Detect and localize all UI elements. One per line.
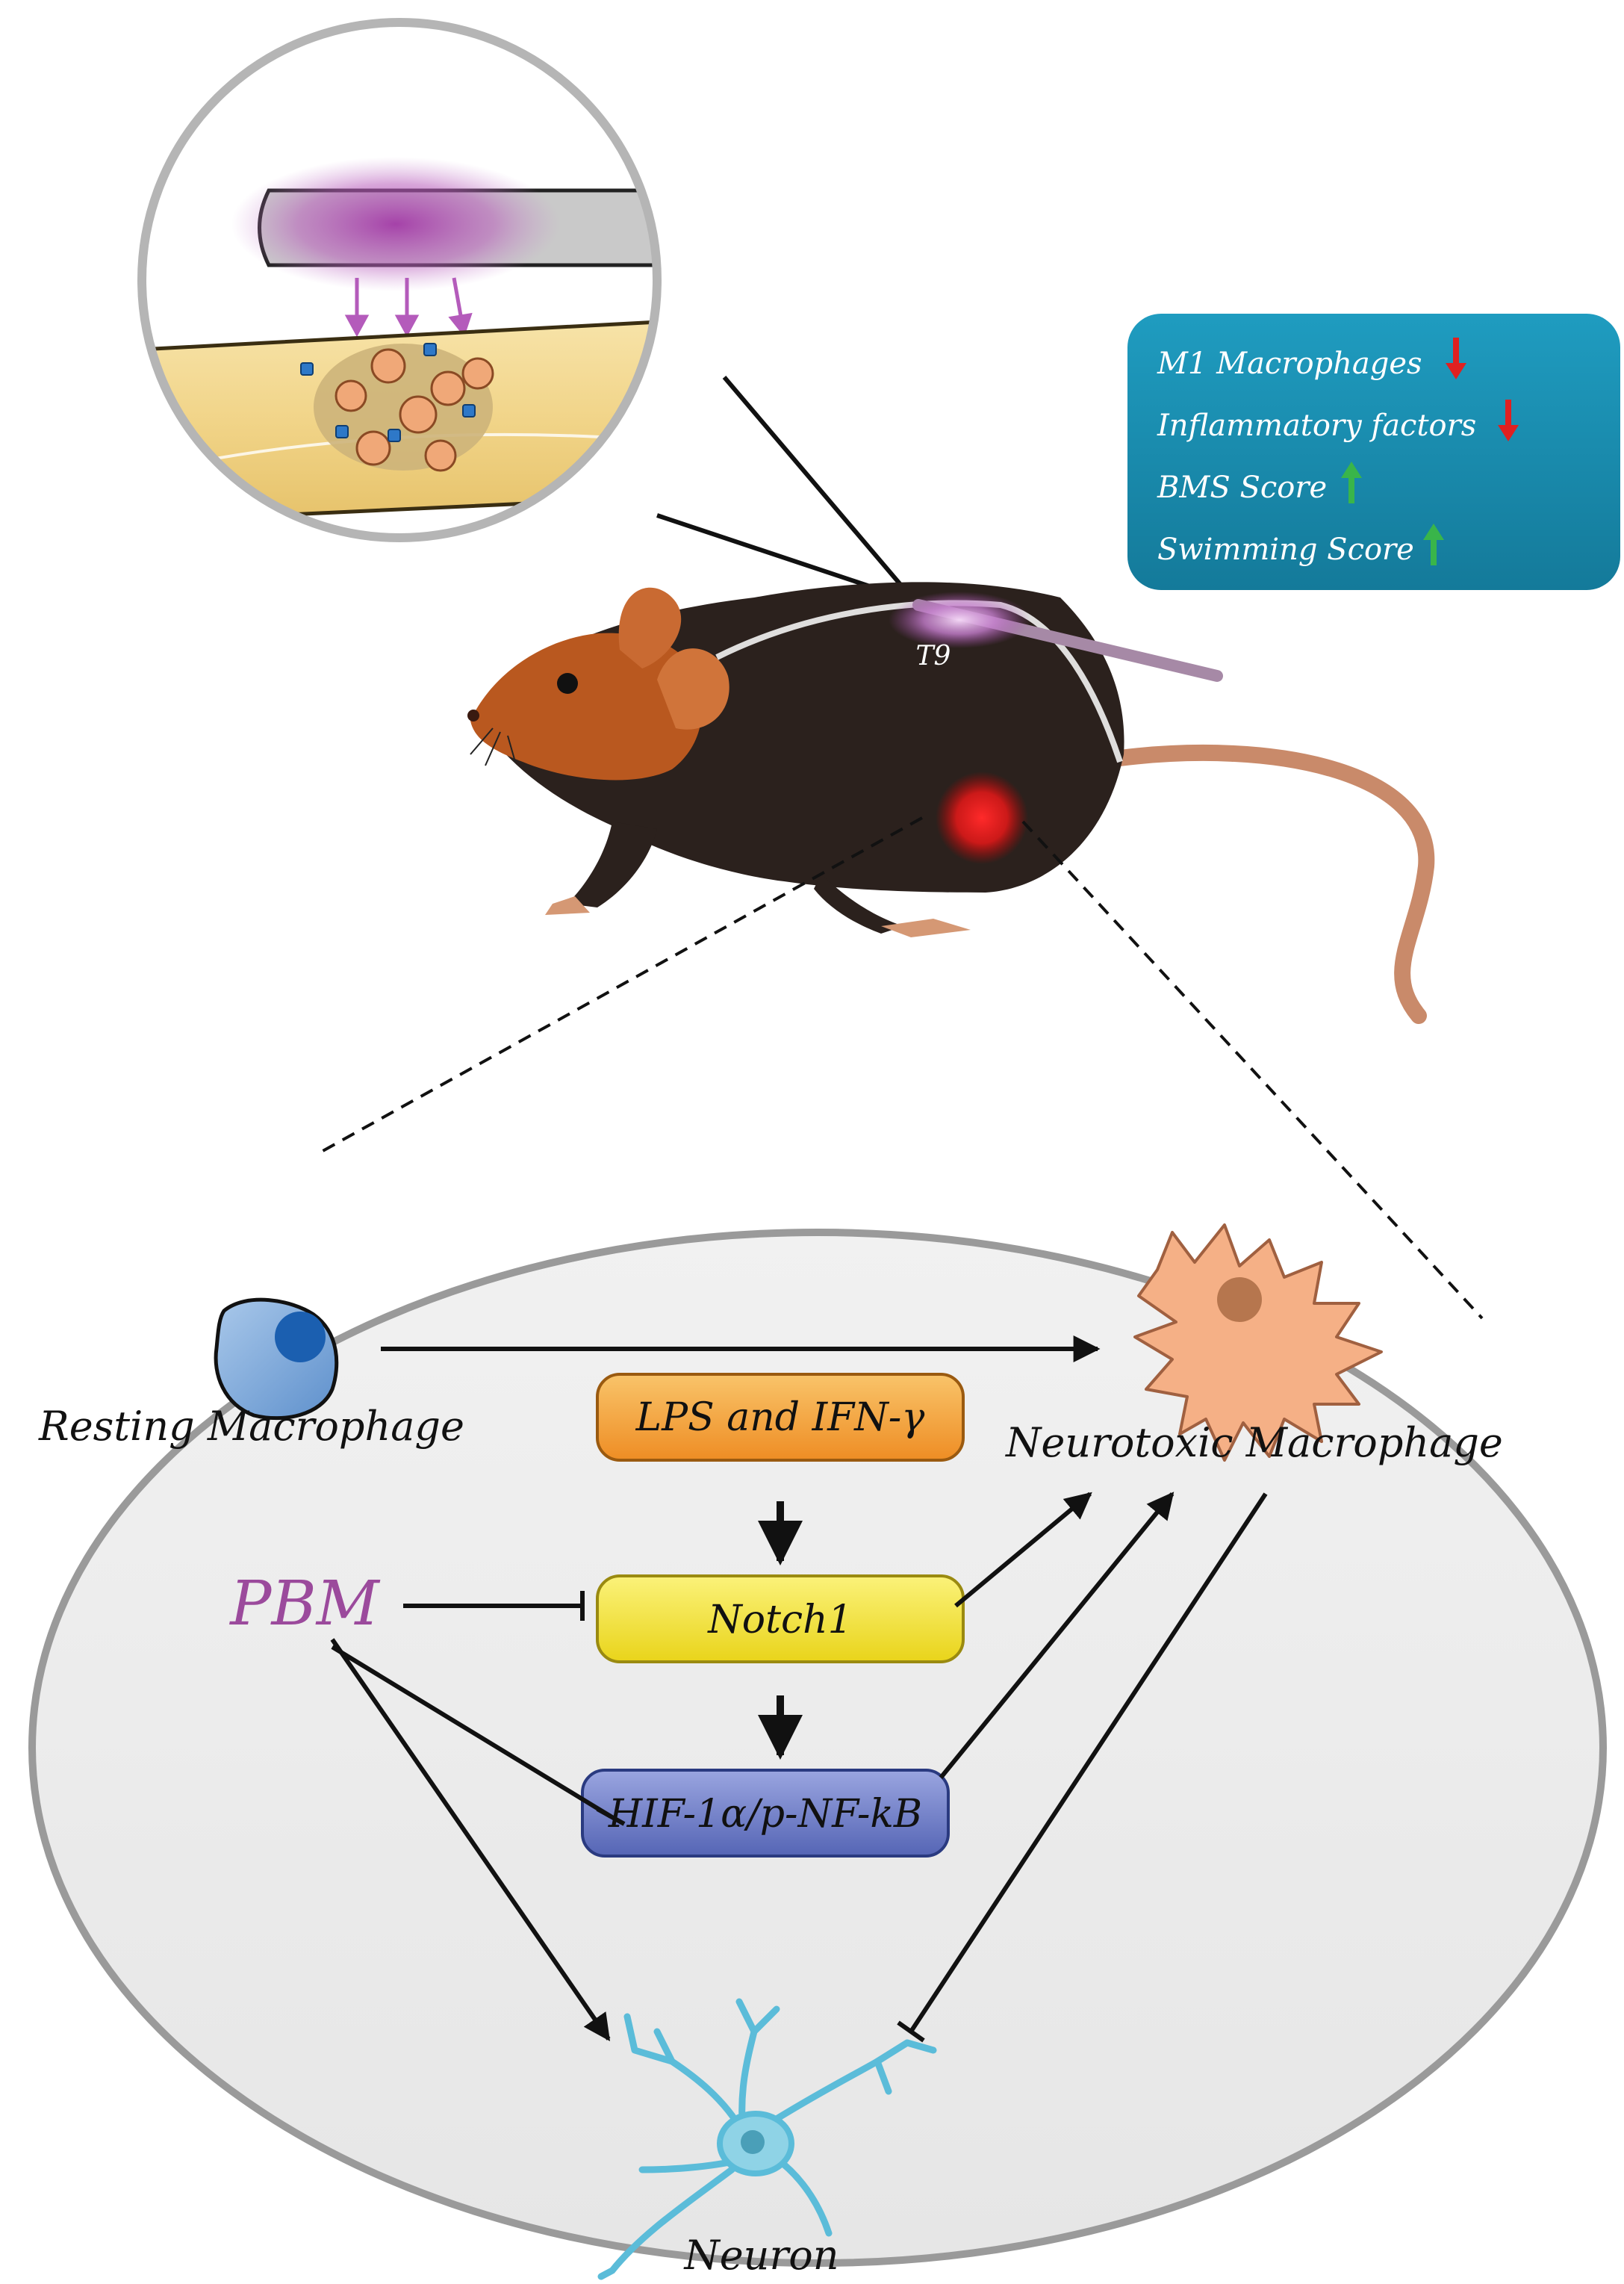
- neurotoxic-inhibits-neuron-line: [909, 1492, 1268, 2033]
- neuron-nucleus: [741, 2130, 765, 2154]
- hif-label: HIF-1α/p-NF-kB: [608, 1792, 922, 1837]
- t9-irradiation-site: [889, 592, 1030, 648]
- mouse-tail: [1112, 745, 1435, 1024]
- mouse-head: [470, 633, 702, 781]
- t9-label: T9: [916, 641, 951, 671]
- mouse-eye: [557, 673, 578, 694]
- pbm-to-neuron-arrow: [330, 1638, 611, 2041]
- pbm-label: PBM: [228, 1568, 380, 1639]
- mouse-ear-back: [618, 587, 682, 668]
- laser-glow: [231, 157, 560, 291]
- summary-item-label: M1 Macrophages: [1157, 347, 1422, 381]
- summary-box-background: [1127, 314, 1620, 590]
- summary-item-label: BMS Score: [1157, 471, 1327, 505]
- mouse-whiskers: [470, 727, 516, 766]
- inset-macrophages: [335, 348, 494, 472]
- stimulus-box: [596, 1373, 965, 1462]
- pathway-connections: [330, 1335, 1268, 2043]
- light-arrows: [344, 277, 473, 338]
- summary-item-label: Swimming Score: [1157, 533, 1414, 567]
- neurotoxic-macrophage-cell: [1133, 1223, 1383, 1462]
- injury-site-glow: [936, 772, 1028, 864]
- increase-arrow-icon: [1423, 524, 1444, 565]
- decrease-arrow-icon: [1498, 400, 1519, 441]
- zoom-dashed-lines: [317, 816, 1484, 1320]
- inset-connectors: [656, 376, 917, 603]
- resting-macrophage-nucleus: [275, 1312, 326, 1362]
- summary-item-label: Inflammatory factors: [1157, 409, 1476, 443]
- mouse-front-leg: [567, 822, 657, 907]
- pathway-panel: Resting Macrophage Neurotoxic Macrophage…: [28, 1223, 1607, 2280]
- resting-macrophage-cell: [214, 1297, 339, 1421]
- notch-to-neurotoxic-arrow: [954, 1492, 1092, 1608]
- mouse-front-paw: [545, 896, 590, 915]
- mouse-ear-front: [657, 648, 729, 730]
- laser-inset: [137, 18, 662, 542]
- notch1-label: Notch1: [706, 1598, 852, 1642]
- neurotoxic-macrophage-label: Neurotoxic Macrophage: [1004, 1419, 1503, 1466]
- increase-arrow-icon: [1341, 462, 1362, 503]
- pbm-inhibits-hif-line: [331, 1645, 612, 1819]
- hif-to-neurotoxic-arrow: [939, 1492, 1175, 1779]
- mouse-hind-paw: [881, 919, 971, 937]
- neurotoxic-macrophage-nucleus: [1217, 1277, 1262, 1322]
- decrease-arrow-icon: [1446, 338, 1466, 379]
- inset-border: [137, 18, 662, 542]
- mouse-hind-leg: [814, 874, 903, 934]
- resting-macrophage-label: Resting Macrophage: [38, 1403, 464, 1450]
- stimulus-label: LPS and IFN-γ: [635, 1395, 926, 1440]
- neuron-label: Neuron: [682, 2232, 839, 2279]
- mouse-illustration: [467, 582, 1435, 1024]
- inset-immune-cells: [300, 343, 476, 442]
- pathway-ellipse: [28, 1229, 1607, 2267]
- hif-box: [581, 1769, 950, 1858]
- notch1-box: [596, 1574, 965, 1663]
- mouse-nose: [467, 710, 479, 721]
